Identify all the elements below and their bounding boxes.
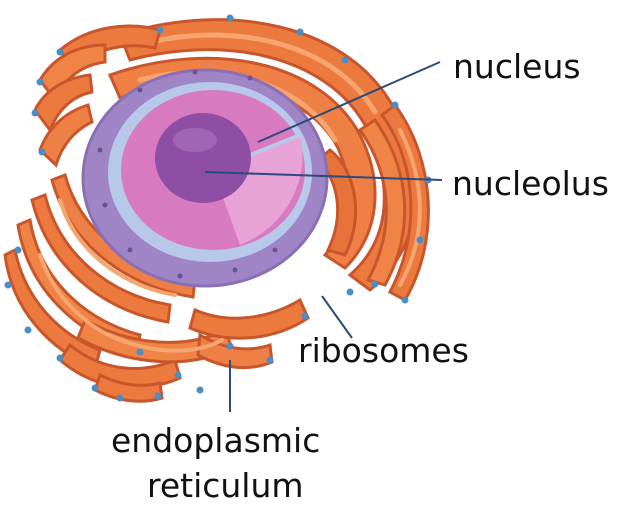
- nucleolus: [155, 113, 251, 203]
- endoplasmic-reticulum: [3, 18, 430, 403]
- ribosome-dots: [4, 14, 432, 402]
- nuclear-pores: [97, 69, 278, 279]
- nucleus-pointer-line: [257, 61, 441, 143]
- label-ribosomes: ribosomes: [298, 331, 469, 370]
- label-nucleolus: nucleolus: [452, 164, 609, 203]
- ribosomes-pointer-line: [321, 295, 353, 339]
- label-reticulum: reticulum: [147, 466, 304, 505]
- nucleolus-pointer-line: [204, 171, 443, 181]
- label-endoplasmic: endoplasmic: [111, 421, 320, 460]
- label-nucleus: nucleus: [453, 47, 581, 86]
